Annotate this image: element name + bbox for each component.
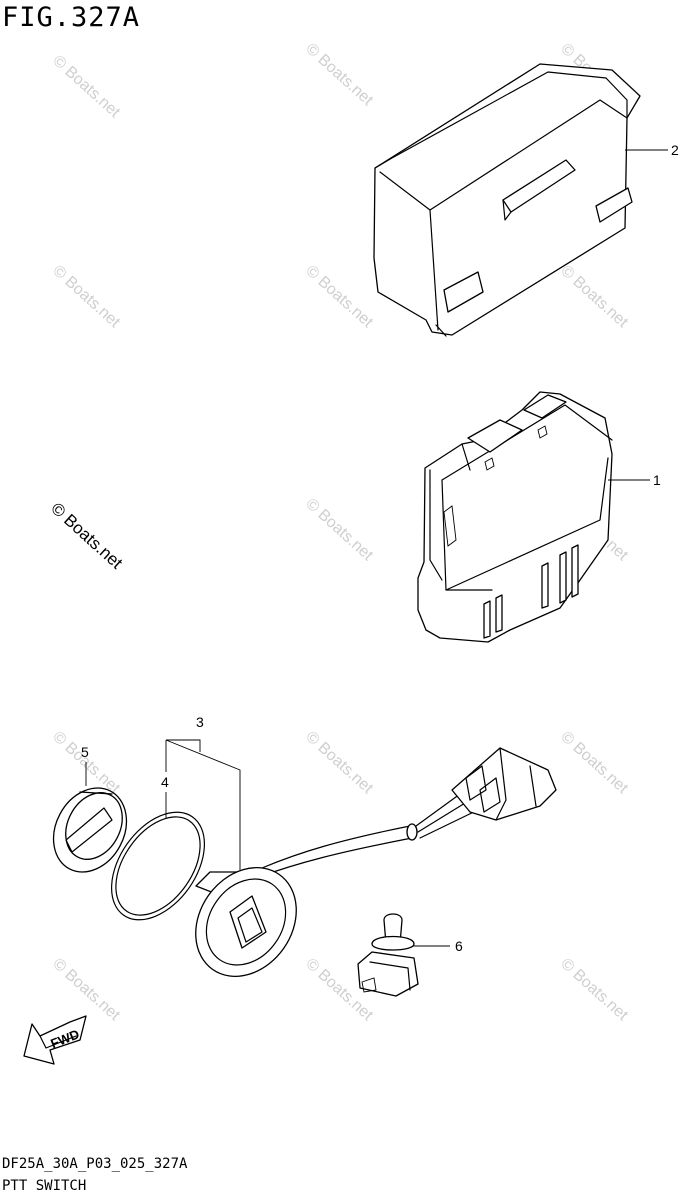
figure-title: FIG.327A bbox=[2, 2, 141, 33]
switch-cover-icon bbox=[52, 787, 128, 873]
watermark: © Boats.net bbox=[557, 955, 631, 1024]
ptt-switch-harness-icon bbox=[195, 747, 557, 977]
watermark: © Boats.net bbox=[302, 728, 376, 797]
callout-label: 5 bbox=[81, 744, 89, 760]
watermark: © Boats.net bbox=[49, 52, 123, 121]
fwd-arrow-icon: FWD bbox=[23, 1015, 87, 1065]
callout-label: 2 bbox=[671, 142, 679, 158]
clamp-clip-icon bbox=[357, 913, 419, 997]
control-unit-cover-icon bbox=[373, 63, 668, 337]
watermark: © Boats.net bbox=[557, 728, 631, 797]
callout-label: 4 bbox=[161, 774, 169, 790]
figure-caption: PTT SWITCH bbox=[2, 1178, 87, 1194]
callout-label: 3 bbox=[196, 714, 204, 730]
watermark: © Boats.net bbox=[302, 40, 376, 109]
watermark: © Boats.net bbox=[557, 262, 631, 331]
electronic-module-icon bbox=[417, 391, 650, 643]
watermark: © Boats.net bbox=[302, 495, 376, 564]
o-ring-icon bbox=[110, 811, 206, 921]
watermark: © Boats.net bbox=[302, 262, 376, 331]
watermark: © Boats.net bbox=[49, 955, 123, 1024]
watermark-prominent: © Boats.net bbox=[47, 499, 126, 573]
callout-label: 1 bbox=[653, 472, 661, 488]
figure-code: DF25A_30A_P03_025_327A bbox=[2, 1156, 188, 1172]
callout-label: 6 bbox=[455, 938, 463, 954]
watermark: © Boats.net bbox=[49, 262, 123, 331]
